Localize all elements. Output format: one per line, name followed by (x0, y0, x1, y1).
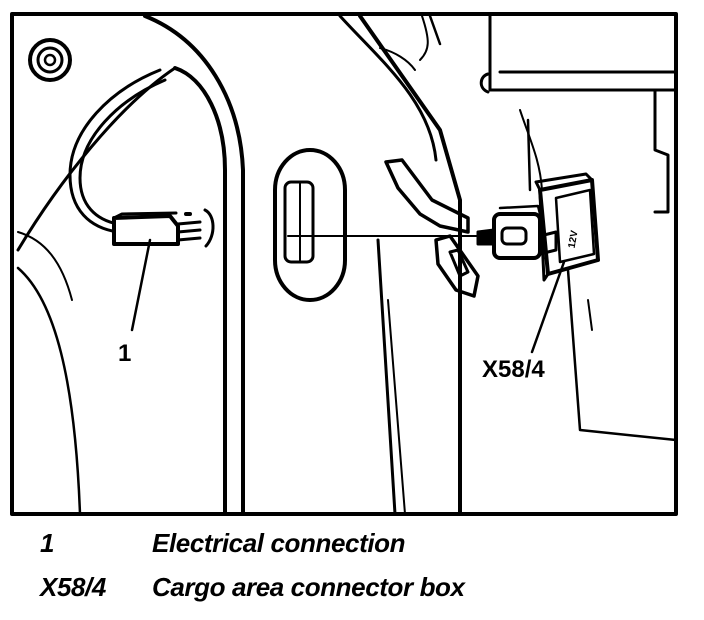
electrical-connector-1 (112, 208, 215, 248)
callout-label-x58-4: X58/4 (482, 356, 545, 383)
legend-code: X58/4 (40, 572, 106, 602)
grommet-icon (28, 38, 72, 82)
anchor-bracket (384, 158, 480, 298)
callout-line-x58-4 (530, 260, 566, 354)
cargo-area-illustration: 12V (10, 12, 678, 516)
oval-cutout (273, 148, 347, 302)
legend-description: Electrical connection (152, 528, 406, 558)
connector-box-x58-4 (476, 172, 600, 282)
illustration-frame (10, 12, 678, 516)
cargo-area-trim (419, 14, 678, 442)
legend-description: Cargo area connector box (152, 572, 465, 602)
center-pillar (338, 14, 462, 516)
legend-code: 1 (40, 528, 55, 558)
legend: 1 Electrical connection X58/4 Cargo area… (0, 522, 704, 620)
callout-line-1 (130, 238, 152, 332)
callout-label-1: 1 (118, 340, 132, 367)
cable-harness (68, 68, 167, 234)
body-pillar (16, 14, 245, 516)
connector-box-badge: 12V (567, 229, 581, 249)
